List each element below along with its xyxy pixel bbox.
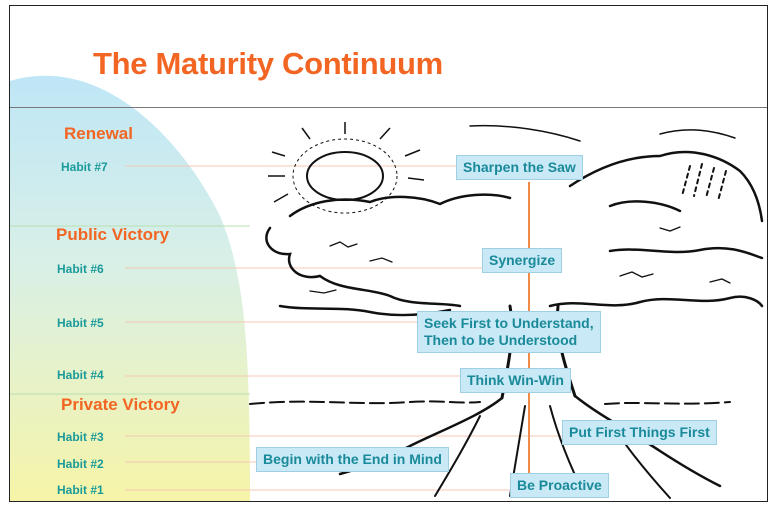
section-private-victory: Private Victory (61, 395, 180, 414)
background-illustration (10, 75, 764, 501)
box-begin-with-the-end-in-mind: Begin with the End in Mind (256, 447, 449, 472)
section-public-victory: Public Victory (56, 225, 170, 244)
habit-3-label: Habit #3 (57, 430, 104, 444)
maturity-gradient-arc (10, 75, 250, 501)
box-put-first-things-first: Put First Things First (562, 420, 717, 445)
slide-title: The Maturity Continuum (93, 46, 443, 81)
box-synergize: Synergize (482, 248, 563, 273)
habit-1-label: Habit #1 (57, 483, 104, 497)
habit-7-label: Habit #7 (61, 160, 108, 174)
habit-4-label: Habit #4 (57, 368, 104, 382)
habit-5-label: Habit #5 (57, 316, 104, 330)
box-sharpen-the-saw: Sharpen the Saw (456, 155, 583, 180)
section-renewal: Renewal (64, 124, 133, 143)
habit-6-label: Habit #6 (57, 262, 104, 276)
title-divider (10, 107, 767, 108)
habit-2-label: Habit #2 (57, 457, 104, 471)
box-think-win-win: Think Win-Win (460, 368, 571, 393)
box-be-proactive: Be Proactive (510, 473, 609, 498)
box-seek-first-to-understand: Seek First to Understand, Then to be Und… (417, 311, 601, 353)
slide: The Maturity Continuum Renewal Public Vi… (9, 5, 768, 502)
